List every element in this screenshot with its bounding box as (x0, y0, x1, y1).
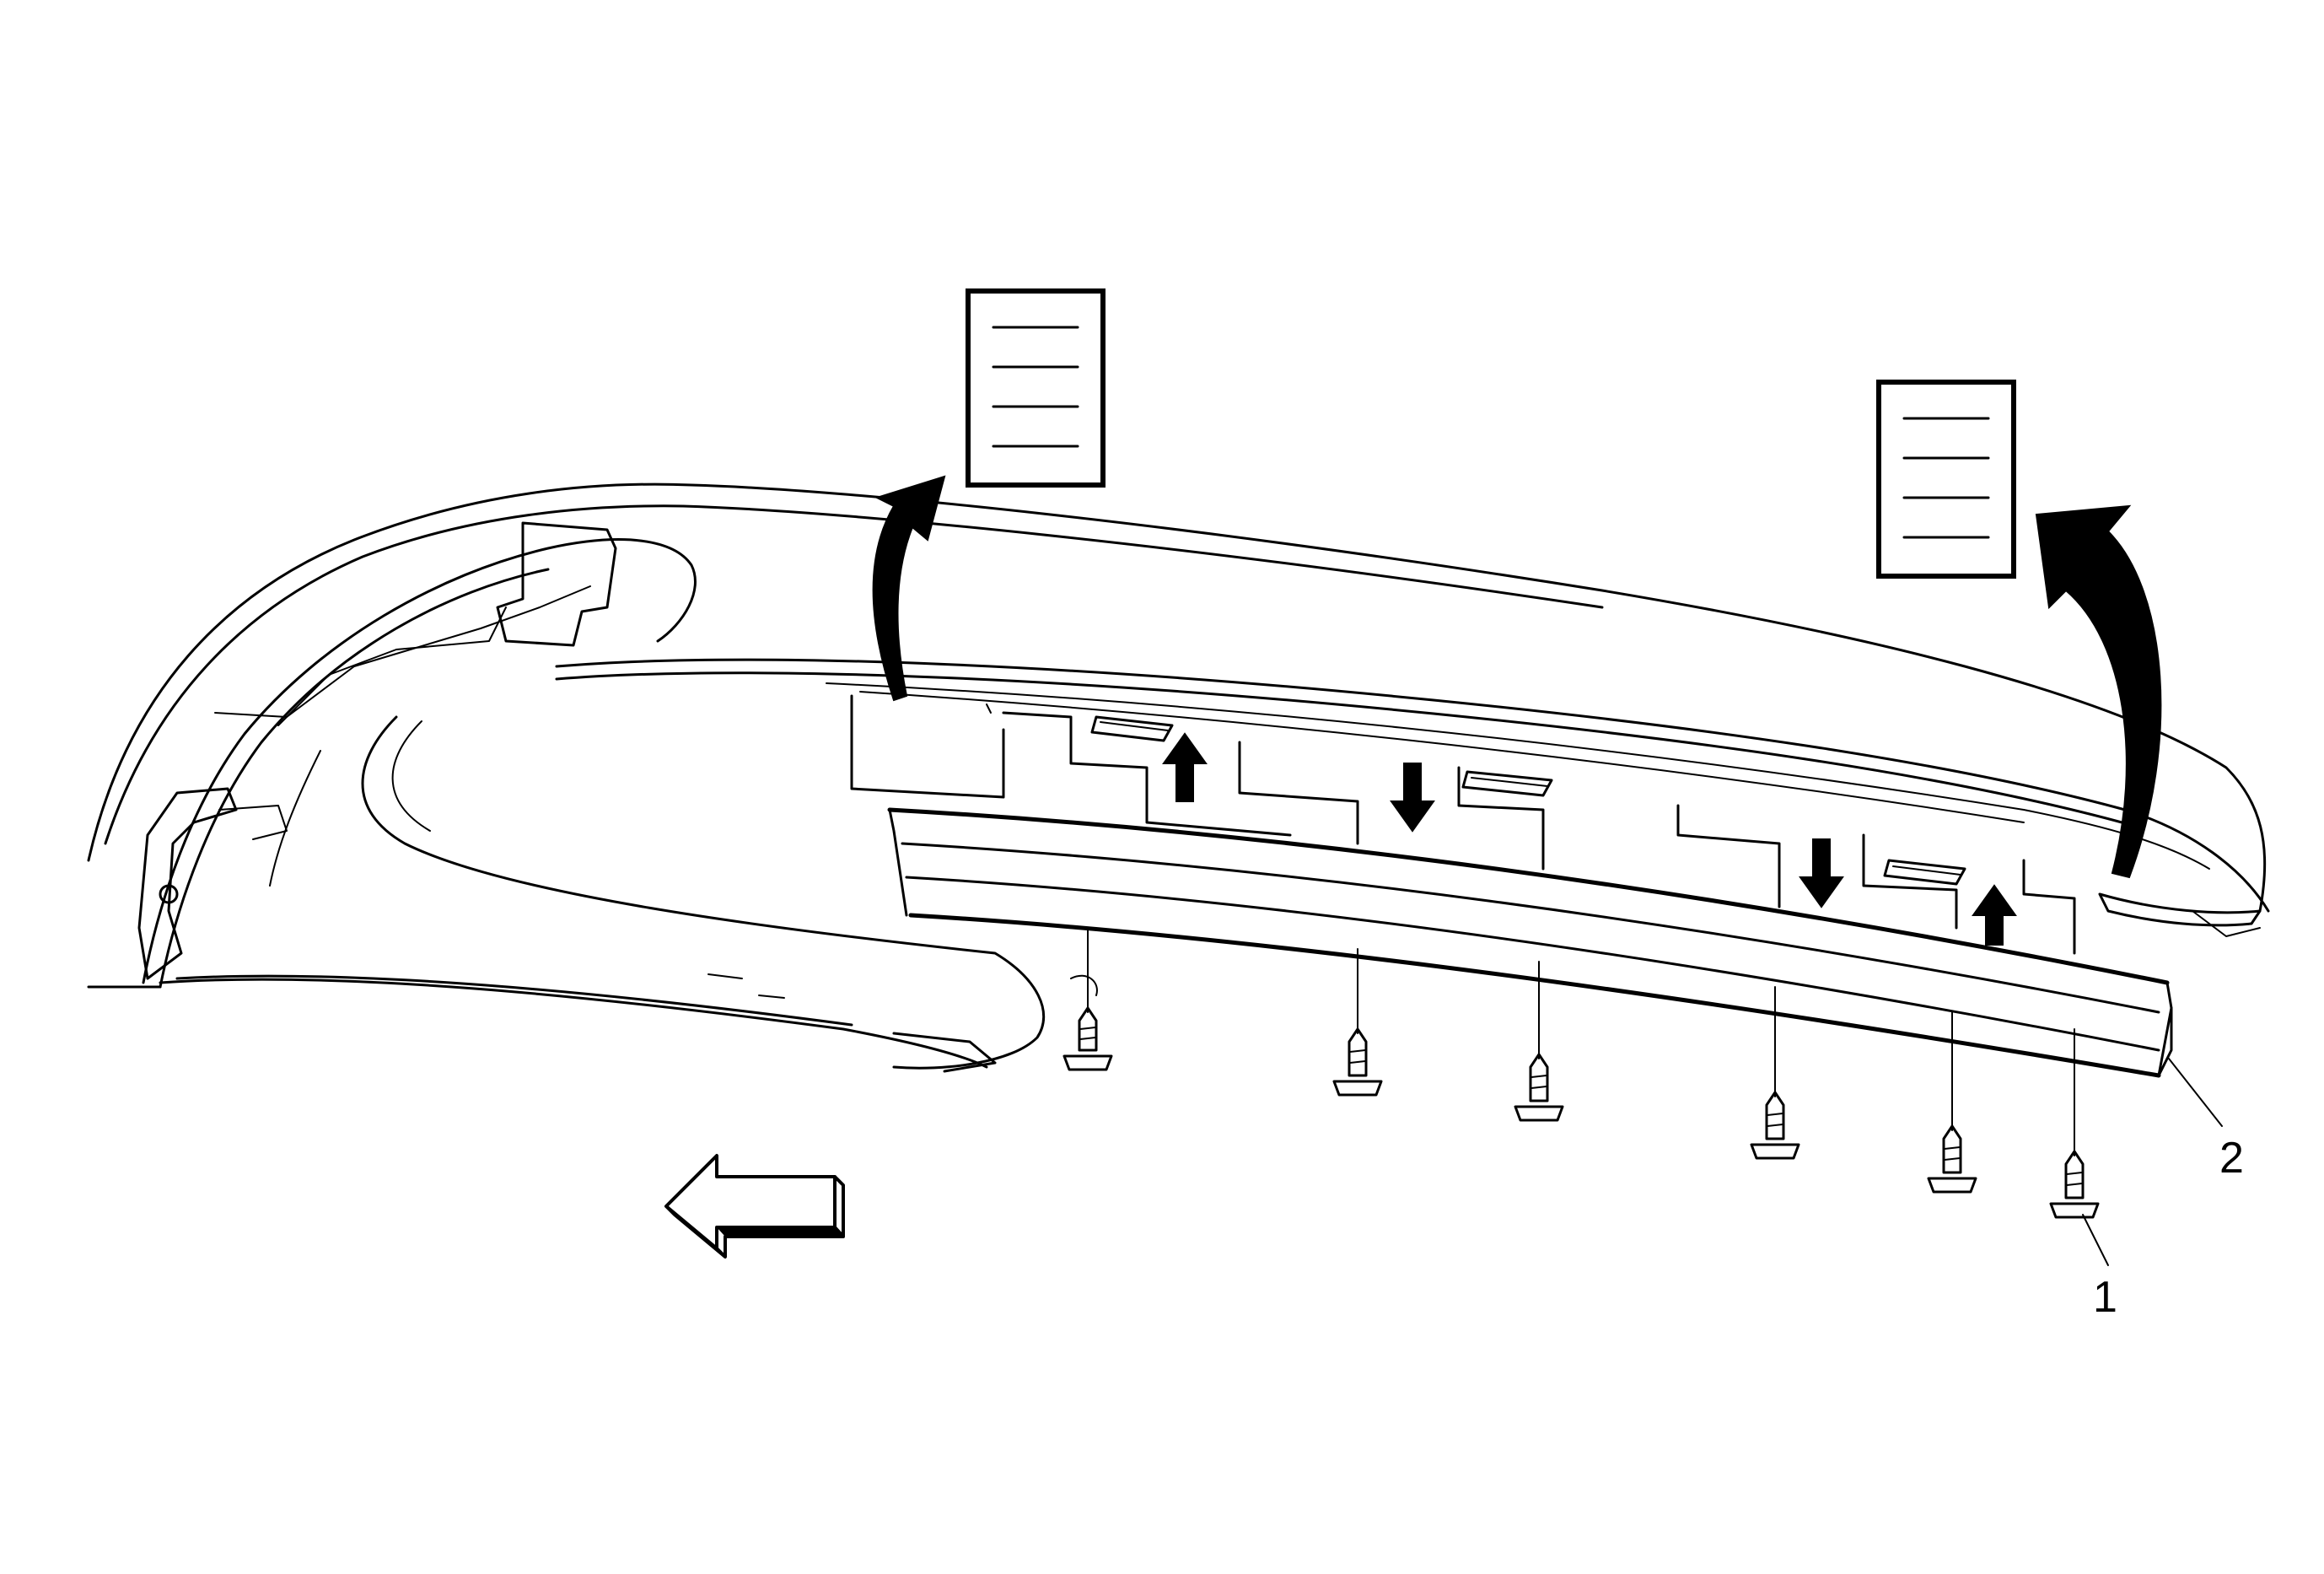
arrow-up-icon (1972, 884, 2017, 946)
push-pin-fasteners (1062, 927, 2100, 1219)
forward-direction-arrow-icon (664, 1154, 845, 1259)
arrow-down-icon (1799, 838, 1844, 908)
callout-label-1: 1 (2093, 1273, 2117, 1322)
fastener (2049, 1028, 2100, 1219)
curved-arrow-up-icon (872, 475, 946, 702)
curved-arrow-up-icon (2035, 504, 2162, 879)
callout-1: 1 (2082, 1214, 2117, 1322)
trim-mounting-area (850, 694, 2076, 955)
removal-direction-arrows (872, 475, 2162, 879)
fastener (1062, 927, 1113, 1071)
callout-label-2: 2 (2219, 1134, 2244, 1183)
arrow-down-icon (1390, 763, 1435, 833)
front-fascia-body (87, 482, 2270, 1073)
arrow-up-icon (1162, 732, 1208, 802)
fastener (1332, 948, 1383, 1097)
callout-2: 2 (2168, 1058, 2244, 1183)
clip-direction-arrows (1162, 732, 2017, 946)
fastener (1750, 986, 1800, 1160)
document-info-icon (966, 288, 1106, 488)
lower-moulding-strip (887, 807, 2173, 1078)
document-info-icon (1876, 380, 2016, 579)
fastener (1514, 961, 1564, 1122)
fastener (1927, 1011, 1977, 1194)
